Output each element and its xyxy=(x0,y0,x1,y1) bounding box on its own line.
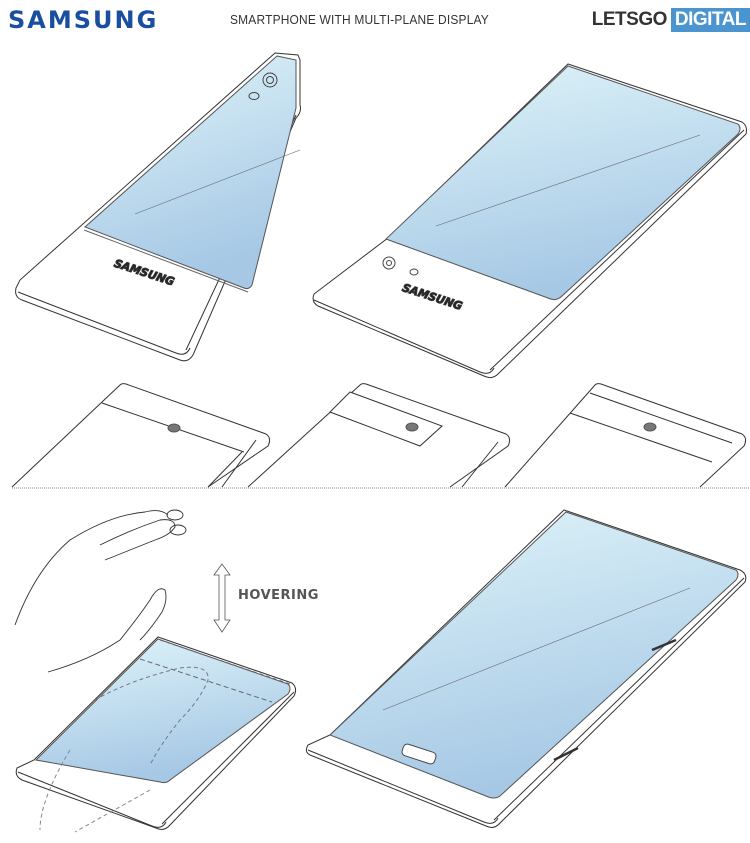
detail-view-3 xyxy=(504,383,747,488)
hovering-label: HOVERING xyxy=(238,588,319,603)
letsgodigital-logo: LETSGO DIGITAL xyxy=(592,8,750,32)
detail-view-1 xyxy=(11,383,271,488)
hover-phone-figure xyxy=(15,636,297,833)
header: SAMSUNG SMARTPHONE WITH MULTI-PLANE DISP… xyxy=(0,0,750,40)
samsung-brand-logo: SAMSUNG xyxy=(8,6,159,34)
detail-view-2 xyxy=(247,383,511,488)
hovering-arrow-icon xyxy=(213,563,231,633)
page-title: SMARTPHONE WITH MULTI-PLANE DISPLAY xyxy=(230,12,489,27)
top-left-phone-figure: SAMSUNG xyxy=(15,52,301,362)
logo-part-digital: DIGITAL xyxy=(670,8,750,32)
top-right-phone-figure: SAMSUNG xyxy=(312,63,747,379)
bottom-right-phone-figure xyxy=(305,509,747,828)
logo-part-letsgo: LETSGO xyxy=(591,9,668,30)
hand-illustration xyxy=(14,509,187,673)
